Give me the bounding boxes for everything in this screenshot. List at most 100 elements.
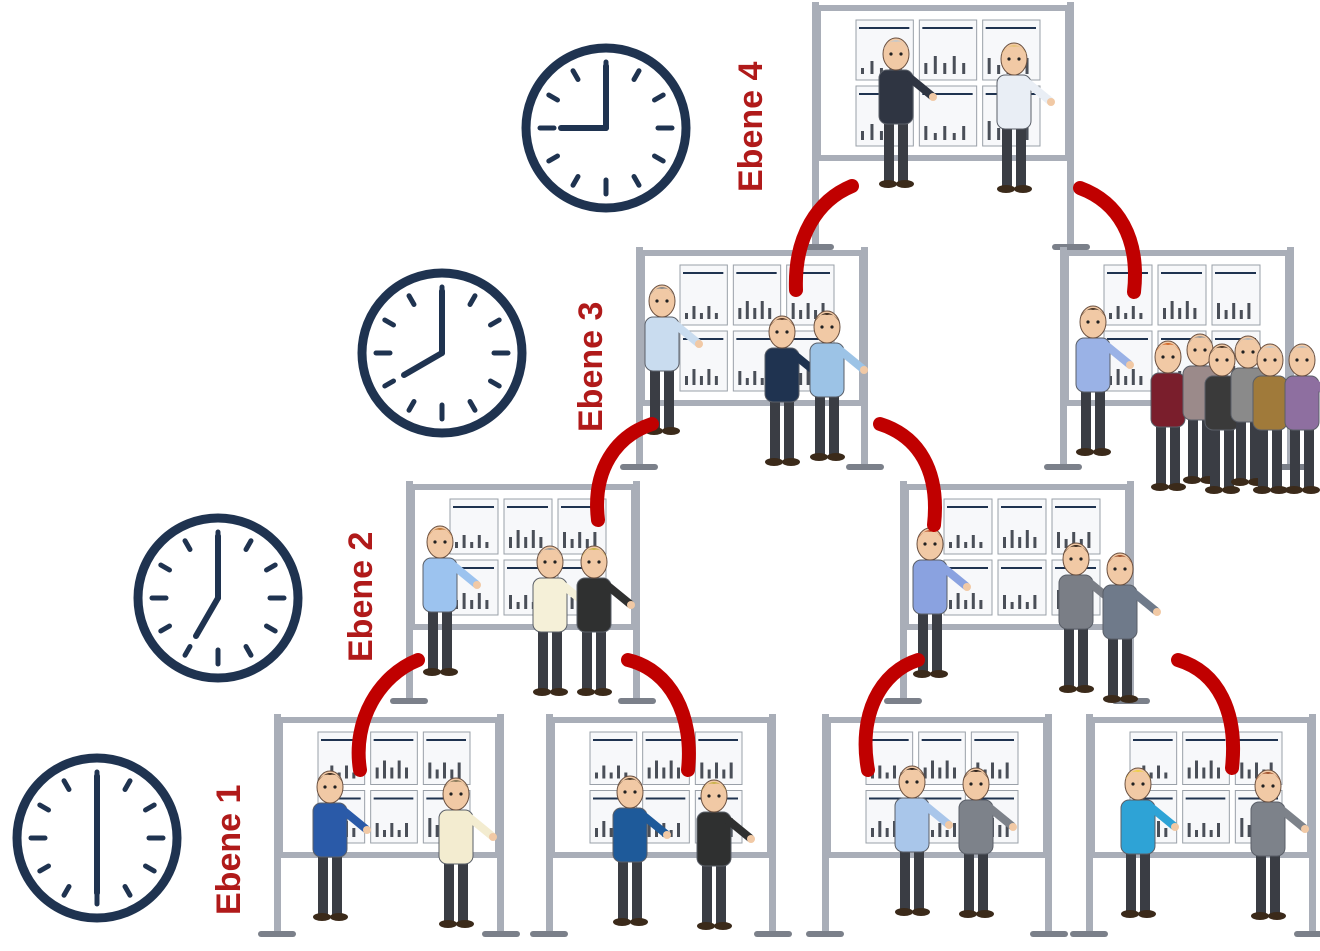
board-chart-bar [715,762,718,779]
board-chart-bar [405,823,408,837]
person-leg [1224,426,1234,488]
board-chart-bar [655,830,658,837]
person-eye [333,785,337,789]
person-hair [1063,545,1089,555]
clock-tick [61,884,72,898]
person-figure [894,765,953,916]
person-leg [829,393,839,455]
board-chart-bar [1003,537,1006,548]
person-leg [1188,416,1198,478]
clock-tick [467,399,478,413]
board-chart-bar [998,825,1002,837]
board-chart-bar [1224,310,1228,319]
board-chart-bar [1018,595,1022,609]
person-shoe [1076,685,1094,693]
board-chart-bar [871,828,874,837]
person-shoe [577,688,595,696]
board-chart-bar [1187,767,1191,779]
board-stand-foot [1070,931,1108,937]
board-chart-bar [952,56,956,74]
board-chart-bar [1170,301,1174,319]
board-chart-bar [924,63,928,74]
person-head [1000,42,1028,76]
person-eye [443,540,447,544]
person-leg [596,628,606,690]
board-chart-bar [470,600,474,609]
person-leg [784,398,794,460]
person-eye [905,780,909,784]
person-shoe [1168,483,1186,491]
board-chart-bar [450,769,454,779]
person-head [898,765,926,799]
person-eye [1251,350,1255,354]
board-chart-bar [1247,769,1251,779]
person-leg [1016,125,1026,187]
person-hair [1187,336,1213,346]
person-leg [458,860,468,922]
clock-icon-level-4 [521,43,691,213]
clock-tick [631,174,642,188]
board-chart-bar [878,765,882,779]
person-head [813,310,841,344]
board-chart-bar [669,830,673,837]
board-chart-bar [655,760,658,779]
person-hand [1301,825,1309,833]
board-chart-bar [722,769,726,779]
person-shoe [439,920,457,928]
board-chart-bar [602,821,606,837]
person-eye [1007,57,1011,61]
person-eye [553,560,557,564]
board-chart-bar [991,762,994,779]
person-head [1288,343,1316,377]
clock-tick [652,153,666,164]
board-chart-bar [662,767,666,779]
person-head [1254,769,1282,803]
board-chart-bar [624,772,628,779]
person-eye [1305,358,1309,362]
board-chart-bar [345,765,348,779]
board-chart-bar [949,542,952,548]
person-eye [597,560,601,564]
person-leg [1122,635,1132,697]
board-chart-bar [956,535,960,548]
person-eye [623,790,627,794]
board-chart-bar [949,600,952,609]
escalation-arrow [858,653,925,777]
board-chart-bar [1010,530,1014,548]
person-shoe [1285,486,1303,494]
board-chart-bar [352,828,356,837]
person-figure [696,779,755,930]
board-chart-bar [1003,595,1006,609]
board-chart-bar [885,772,889,779]
board-chart-bar [1025,58,1029,74]
clock-tick [122,778,133,792]
person-leg [1210,426,1220,488]
person-head [648,284,676,318]
person-figure [312,770,371,921]
clock-tick [467,293,478,307]
board-chart-bar [677,767,680,779]
person-arm [450,562,480,588]
person-leg [1250,418,1260,480]
person-leg [1170,423,1180,485]
person-figure [422,525,481,676]
board-chart-bar [729,762,733,779]
clock-tick [122,884,133,898]
board-chart-bar [692,369,696,385]
clock-tick [264,562,278,573]
person-hand [363,826,371,834]
person-figure [644,284,703,435]
board-chart-bar [1202,823,1206,837]
person-eye [899,52,903,56]
board-stand-foot [390,698,428,704]
person-figure [612,775,671,926]
board-chart-bar [1164,772,1168,779]
person-eye [915,780,919,784]
person-shoe [714,922,732,930]
person-head [1208,343,1236,377]
board-chart-bar [923,767,927,779]
board-chart-bar [931,830,934,837]
person-leg [918,610,928,672]
board-chart-bar [524,595,528,609]
